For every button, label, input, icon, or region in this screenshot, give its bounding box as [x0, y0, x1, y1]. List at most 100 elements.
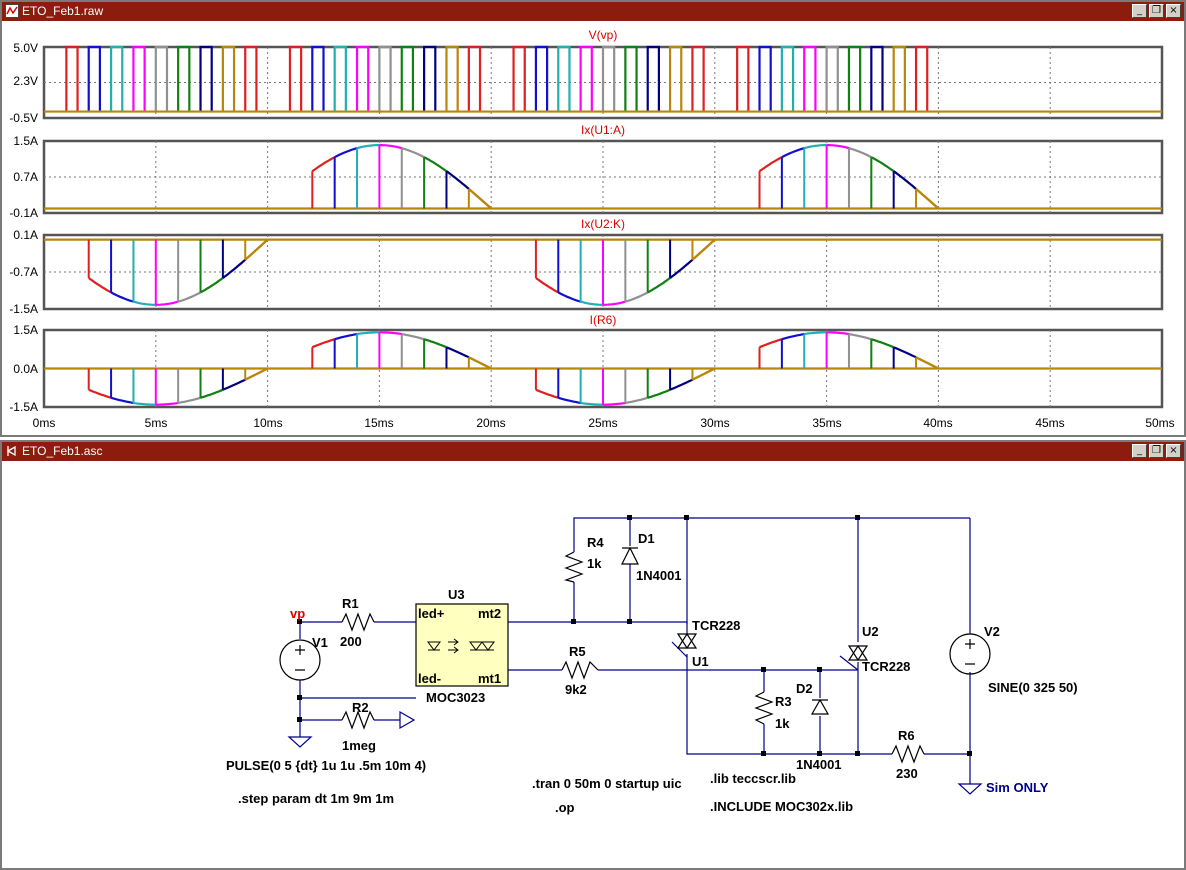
- pulse-trace: [221, 45, 236, 112]
- r6-current-trace-tail: [468, 356, 492, 370]
- waveform-plot-area[interactable]: V(vp) Ix(U1:A) Ix(U2:K) I(R6) 5.0V 2.3V …: [2, 21, 1184, 435]
- pane-title-ix-u1a: Ix(U1:A): [581, 123, 625, 137]
- u1-current-trace: [848, 147, 872, 159]
- value-d2: 1N4001: [796, 757, 842, 772]
- r6-current-trace: [446, 346, 470, 359]
- u1-current-trace: [893, 170, 917, 190]
- schematic-file-icon: [6, 445, 16, 457]
- u1-current-trace: [758, 156, 783, 173]
- u2-current-trace: [557, 291, 581, 303]
- pin-led-plus: led+: [418, 606, 445, 621]
- waveform-file-icon: [5, 4, 19, 18]
- pulse-trace: [333, 45, 347, 112]
- waveform-titlebar[interactable]: ETO_Feb1.raw _ ❐ ×: [2, 2, 1184, 21]
- label-u2: U2: [862, 624, 879, 639]
- r6-current-trace: [200, 388, 224, 399]
- x-tick-label: 25ms: [588, 416, 617, 430]
- label-d1: D1: [638, 531, 655, 546]
- y-tick-label: -0.5V: [9, 111, 38, 125]
- directive-tran[interactable]: .tran 0 50m 0 startup uic: [532, 776, 682, 791]
- schematic-canvas[interactable]: vp V1 R1 200 R2 1meg U3 led+ led- mt2 mt…: [2, 461, 1184, 868]
- u1-current-trace: [401, 147, 425, 159]
- y-tick-label: 0.0A: [13, 362, 38, 376]
- r6-current-trace: [759, 338, 783, 349]
- r6-current-trace: [558, 396, 581, 404]
- x-tick-label: 40ms: [923, 416, 952, 430]
- pulse-trace: [154, 45, 169, 112]
- u2-current-trace: [133, 300, 156, 306]
- minimize-button[interactable]: _: [1132, 4, 1147, 18]
- u1-current-trace: [423, 156, 448, 173]
- u1-current-trace: [445, 170, 470, 190]
- pulse-trace: [109, 45, 124, 112]
- label-u3: U3: [448, 587, 465, 602]
- schematic-titlebar[interactable]: ETO_Feb1.asc _ ❐ ×: [2, 442, 1184, 461]
- r6-current-trace: [178, 396, 201, 404]
- schematic-window-title: ETO_Feb1.asc: [22, 444, 103, 458]
- label-r2: R2: [352, 700, 369, 715]
- label-r1: R1: [342, 596, 359, 611]
- model-u1: TCR228: [692, 618, 740, 633]
- directive-step[interactable]: .step param dt 1m 9m 1m: [238, 791, 394, 806]
- restore-button[interactable]: ❐: [1149, 444, 1164, 458]
- pin-mt1: mt1: [478, 671, 501, 686]
- pulse-trace: [199, 45, 213, 112]
- pulse-trace: [892, 45, 906, 112]
- pulse-trace: [847, 45, 862, 112]
- r6-current-trace: [669, 378, 693, 391]
- u2-current-trace: [155, 300, 179, 306]
- r6-current-trace: [133, 401, 156, 406]
- d2-diode-symbol: [810, 698, 830, 715]
- pulse-trace: [780, 45, 795, 112]
- value-r6: 230: [896, 766, 918, 781]
- y-tick-label: 1.5A: [13, 134, 38, 148]
- close-button[interactable]: ×: [1166, 4, 1181, 18]
- pulse-trace: [870, 45, 884, 112]
- ground-symbol: [287, 736, 313, 748]
- r6-current-trace-tail: [915, 356, 939, 370]
- pin-mt2: mt2: [478, 606, 501, 621]
- r6-current-trace: [222, 378, 246, 391]
- x-tick-label: 45ms: [1035, 416, 1064, 430]
- r2-resistor-symbol: [341, 710, 375, 730]
- restore-button[interactable]: ❐: [1149, 4, 1164, 18]
- pane-title-ir6: I(R6): [590, 313, 617, 327]
- u2-triac-symbol: [847, 644, 869, 662]
- u2-current-trace: [625, 291, 649, 303]
- directive-lib[interactable]: .lib teccscr.lib: [710, 771, 796, 786]
- u1-current-trace-tail: [468, 188, 492, 210]
- r6-current-trace: [379, 331, 402, 336]
- directive-op[interactable]: .op: [555, 800, 575, 815]
- schematic-window: ETO_Feb1.asc _ ❐ ×: [0, 440, 1186, 870]
- r6-current-trace: [334, 333, 358, 341]
- u2-current-trace: [177, 291, 202, 303]
- r6-current-trace: [781, 333, 805, 341]
- pulse-trace: [534, 45, 549, 112]
- y-tick-label: 0.7A: [13, 170, 38, 184]
- v2-source-symbol: [949, 633, 991, 675]
- pulse-trace: [288, 45, 303, 112]
- r6-current-trace: [603, 401, 626, 406]
- pulse-trace: [311, 45, 325, 112]
- value-r3: 1k: [775, 716, 790, 731]
- y-tick-label: -0.1A: [9, 206, 38, 220]
- label-r3: R3: [775, 694, 792, 709]
- value-v2: SINE(0 325 50): [988, 680, 1078, 695]
- u2-current-trace: [647, 277, 671, 294]
- r6-current-trace-tail: [691, 367, 716, 381]
- close-button[interactable]: ×: [1166, 444, 1181, 458]
- v1-source-symbol: [279, 639, 321, 681]
- pulse-trace: [736, 45, 750, 112]
- pane-title-vvp: V(vp): [589, 28, 618, 42]
- minimize-button[interactable]: _: [1132, 444, 1147, 458]
- directive-pulse[interactable]: PULSE(0 5 {dt} 1u 1u .5m 10m 4): [226, 758, 426, 773]
- x-tick-label: 35ms: [812, 416, 841, 430]
- u1-current-trace: [356, 143, 380, 150]
- u2-current-trace: [222, 258, 246, 279]
- pulse-trace: [557, 45, 571, 112]
- directive-include[interactable]: .INCLUDE MOC302x.lib: [710, 799, 853, 814]
- pulse-trace: [65, 45, 79, 112]
- y-tick-label: 0.1A: [13, 228, 38, 242]
- r6-current-trace: [625, 396, 648, 404]
- r6-current-trace: [848, 333, 872, 341]
